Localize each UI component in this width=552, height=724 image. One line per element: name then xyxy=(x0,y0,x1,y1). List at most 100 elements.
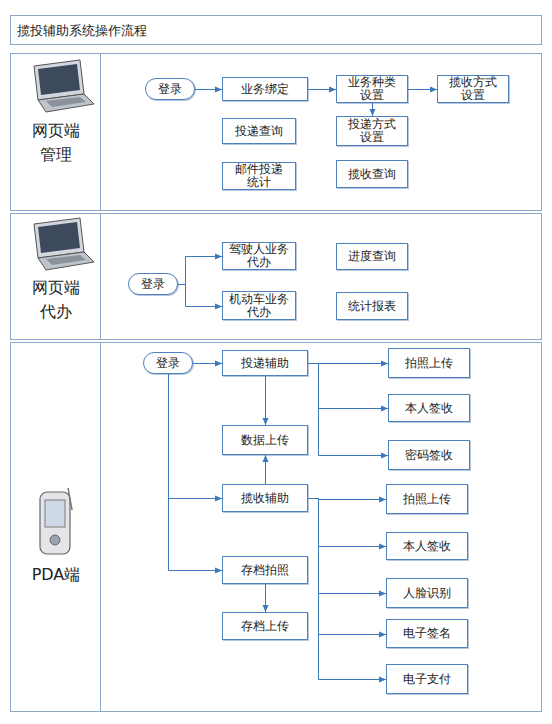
flow-arrow xyxy=(195,89,222,90)
process-box: 本人签收 xyxy=(386,532,468,560)
band-label: 网页端 管理 xyxy=(31,119,81,167)
start-terminal: 登录 xyxy=(145,78,195,100)
column-divider xyxy=(100,342,101,712)
box-label: 揽收查询 xyxy=(348,168,396,181)
laptop-screen xyxy=(38,222,80,253)
box-label: 进度查询 xyxy=(348,250,396,263)
laptop-icon xyxy=(34,218,94,270)
process-box: 数据上传 xyxy=(222,425,308,455)
flow-arrow xyxy=(169,374,223,571)
box-label: 揽收辅助 xyxy=(241,492,289,505)
flow-arrow xyxy=(308,499,386,547)
flow-arrow xyxy=(308,89,336,90)
laptop-icon xyxy=(34,60,94,112)
box-label: 登录 xyxy=(141,278,165,291)
box-label: 业务绑定 xyxy=(241,83,289,96)
box-label: 驾驶人业务代办 xyxy=(228,243,290,269)
box-label: 投递查询 xyxy=(235,125,283,138)
flow-arrow xyxy=(308,364,388,456)
box-label: 电子支付 xyxy=(403,673,451,686)
process-box: 进度查询 xyxy=(336,243,408,270)
box-label: 数据上传 xyxy=(241,434,289,447)
process-box: 电子支付 xyxy=(386,664,468,694)
column-divider xyxy=(100,213,101,340)
swimlane-band: 网页端 代办 登录 驾驶人业务代办 进度查询机动车业务代办 统计报表 xyxy=(10,213,542,340)
box-label: 机动车业务代办 xyxy=(228,293,290,319)
box-label: 拍照上传 xyxy=(405,357,453,370)
flow-arrow xyxy=(265,376,266,425)
flow-arrow xyxy=(193,363,222,364)
band-label: PDA端 xyxy=(31,563,81,587)
process-box: 揽收查询 xyxy=(336,160,408,188)
process-box: 揽收方式设置 xyxy=(437,75,509,103)
process-box: 邮件投递统计 xyxy=(222,162,296,190)
process-box: 人脸识别 xyxy=(386,578,468,608)
laptop-base xyxy=(38,252,94,270)
process-box: 统计报表 xyxy=(336,292,408,320)
box-label: 投递方式设置 xyxy=(347,118,397,144)
column-divider xyxy=(100,53,101,211)
process-box: 投递方式设置 xyxy=(336,116,408,146)
flow-arrow xyxy=(308,499,386,500)
process-box: 业务绑定 xyxy=(222,77,308,101)
box-label: 登录 xyxy=(156,357,180,370)
flow-arrow xyxy=(308,364,388,409)
pda-stylus xyxy=(68,488,72,510)
flow-arrow xyxy=(308,499,386,680)
process-box: 存档拍照 xyxy=(222,556,308,584)
laptop-screen-frame xyxy=(34,60,84,100)
flow-arrow xyxy=(169,374,223,499)
process-box: 机动车业务代办 xyxy=(222,291,296,320)
process-box: 本人签收 xyxy=(388,394,470,422)
process-box: 驾驶人业务代办 xyxy=(222,242,296,270)
box-label: 存档上传 xyxy=(241,620,289,633)
process-box: 业务种类设置 xyxy=(336,75,408,103)
flow-arrow xyxy=(265,584,266,612)
pda-button xyxy=(50,535,60,545)
band-label-box: 网页端 代办 xyxy=(11,276,101,324)
box-label: 邮件投递统计 xyxy=(234,163,284,189)
box-label: 本人签收 xyxy=(403,540,451,553)
box-label: 投递辅助 xyxy=(241,357,289,370)
pda-icon xyxy=(40,488,72,554)
laptop-screen-frame xyxy=(34,218,84,258)
laptop-screen xyxy=(38,64,80,95)
box-label: 业务种类设置 xyxy=(347,76,397,102)
box-label: 电子签名 xyxy=(403,627,451,640)
band-label-box: PDA端 xyxy=(11,563,101,587)
flow-arrow xyxy=(308,499,386,635)
start-terminal: 登录 xyxy=(128,273,178,295)
flow-arrow xyxy=(308,499,386,594)
process-box: 拍照上传 xyxy=(386,484,468,514)
box-label: 本人签收 xyxy=(405,402,453,415)
pda-screen xyxy=(45,500,65,527)
process-box: 拍照上传 xyxy=(388,348,470,378)
swimlane-band: 网页端 管理 登录 业务绑定 业务种类设置 揽收方式设置投递查询 投递方式设置邮件投递统计… xyxy=(10,53,542,211)
flow-arrow xyxy=(178,257,222,285)
laptop-keyboard xyxy=(46,255,86,265)
flow-arrow xyxy=(265,455,266,484)
box-label: 统计报表 xyxy=(348,300,396,313)
box-label: 拍照上传 xyxy=(403,493,451,506)
process-box: 密码签收 xyxy=(388,440,470,470)
process-box: 投递查询 xyxy=(222,118,296,144)
flow-arrow xyxy=(178,285,222,307)
flow-arrow xyxy=(372,103,373,116)
process-box: 存档上传 xyxy=(222,612,308,640)
laptop-keyboard xyxy=(46,97,86,107)
band-label-box: 网页端 管理 xyxy=(11,119,101,167)
flow-arrow xyxy=(408,89,437,90)
diagram-title: 揽投辅助系统操作流程 xyxy=(17,23,147,38)
title-bar: 揽投辅助系统操作流程 xyxy=(10,15,542,45)
box-label: 密码签收 xyxy=(405,449,453,462)
process-box: 投递辅助 xyxy=(222,350,308,376)
start-terminal: 登录 xyxy=(143,352,193,374)
box-label: 登录 xyxy=(158,83,182,96)
pda-body xyxy=(40,492,70,554)
swimlane-band: PDA端登录投递辅助拍照上传本人签收数据上传密码签收揽收辅助拍照上传本人签收人脸… xyxy=(10,342,542,712)
laptop-base xyxy=(38,94,94,112)
process-box: 揽收辅助 xyxy=(222,484,308,512)
process-box: 电子签名 xyxy=(386,619,468,648)
band-label: 网页端 代办 xyxy=(31,276,81,324)
flow-arrow xyxy=(308,363,388,364)
